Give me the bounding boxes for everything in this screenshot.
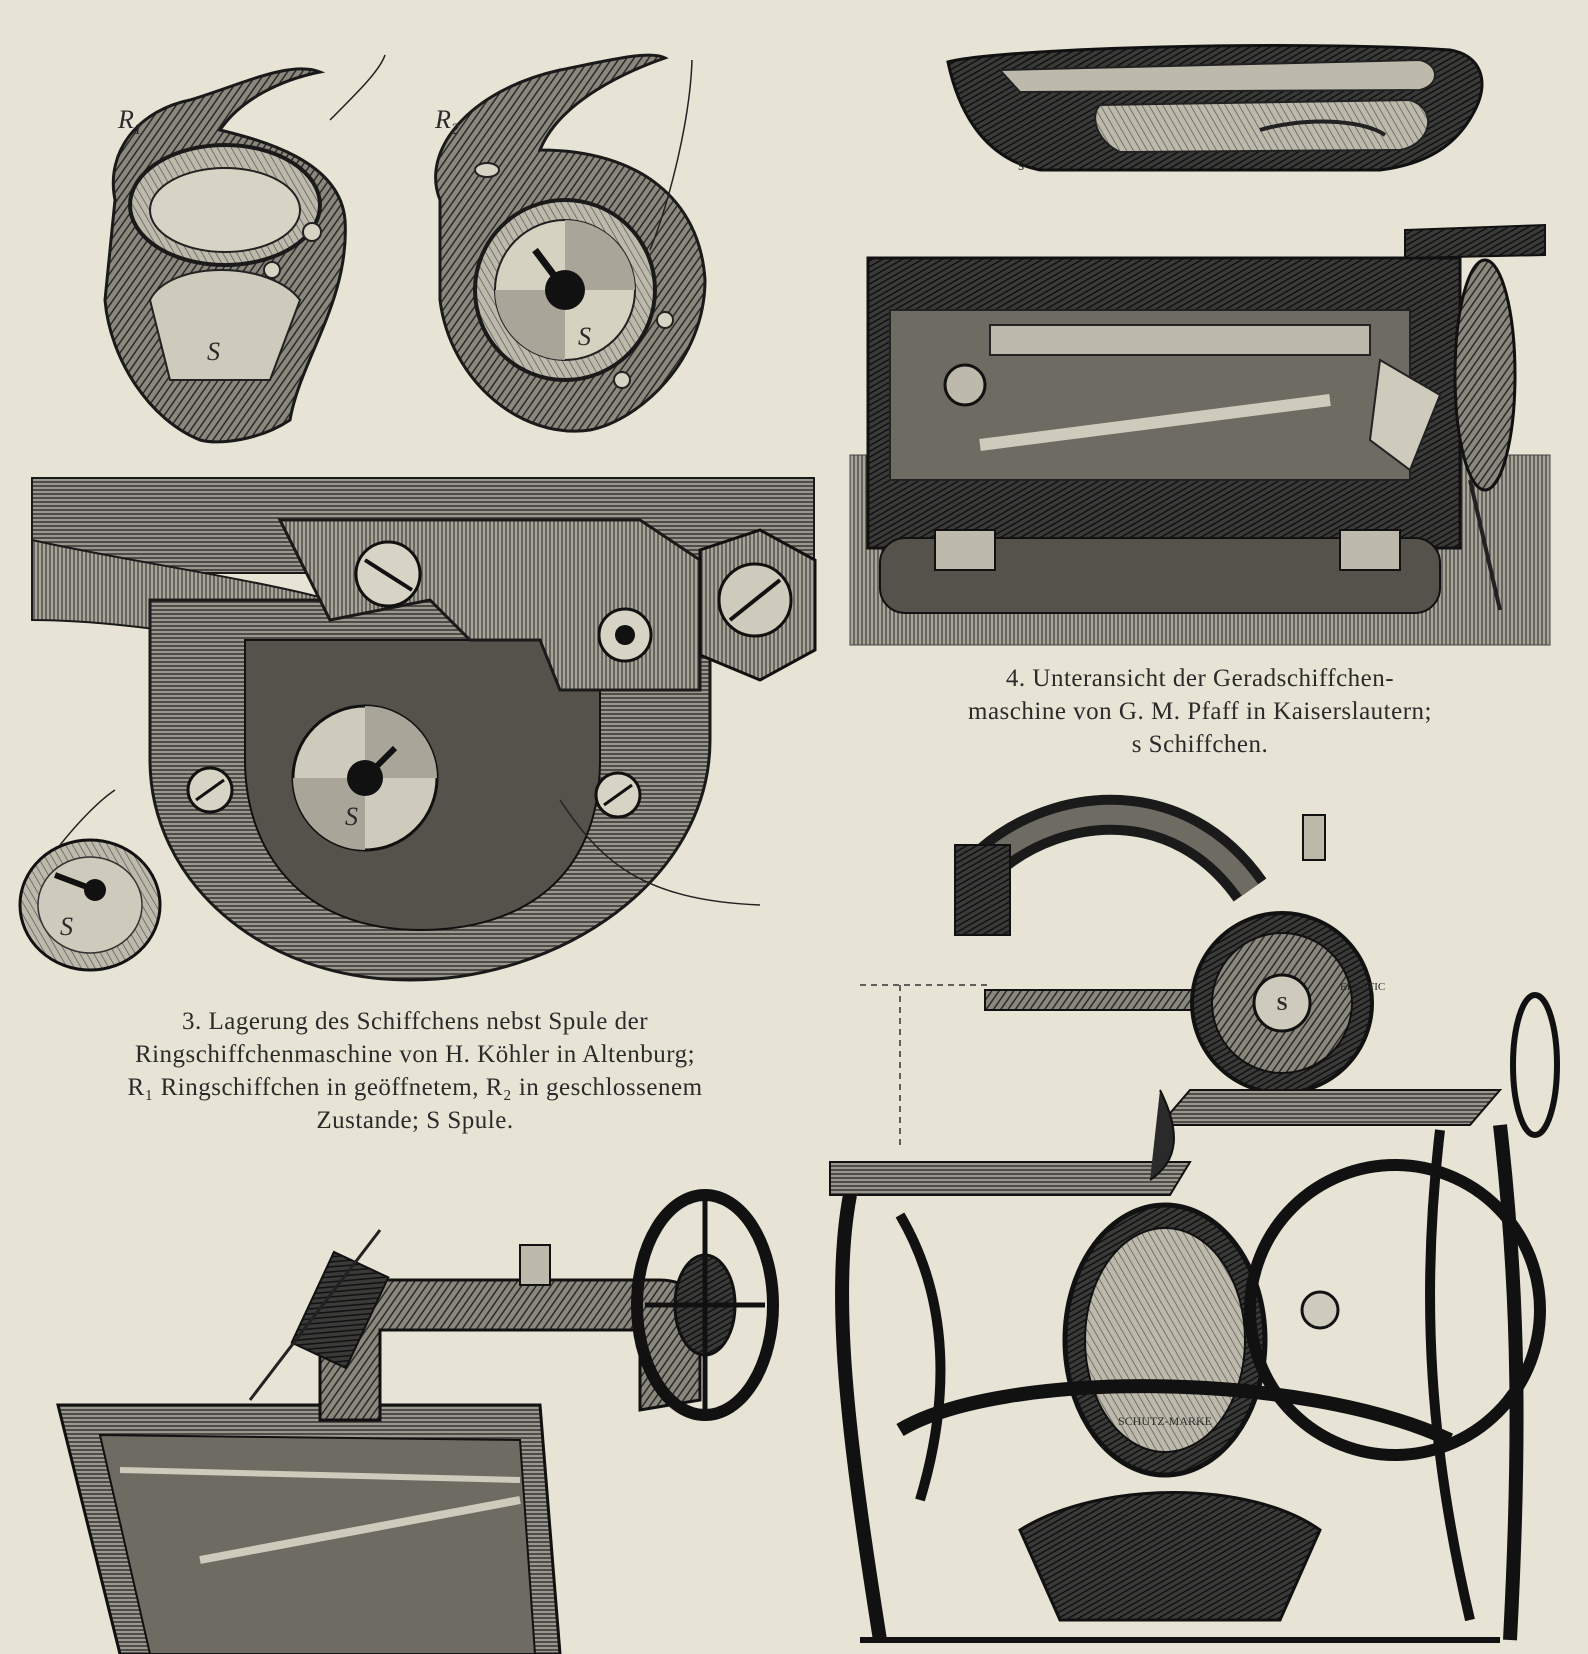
loose-bobbin — [18, 789, 162, 972]
emblem-s: S — [1276, 993, 1287, 1015]
caption-4-line-2: maschine von G. M. Pfaff in Kaiserslaute… — [968, 698, 1432, 725]
ring-shuttle-open — [103, 54, 386, 444]
label-s-r2: S — [578, 322, 591, 351]
label-s-mounting: S — [345, 802, 358, 831]
emblem-elastic: ELASTIC — [1340, 981, 1385, 993]
ring-shuttle-closed — [434, 53, 707, 433]
label-s-r1: S — [207, 337, 220, 366]
treadle-sewing-machine: S ELASTIC SCHUTZ-MARKE — [829, 794, 1560, 1643]
label-s-bobbin: S — [60, 912, 73, 941]
sewing-machine-bottom-left — [56, 1189, 779, 1654]
caption-3-line-3: R₁ Ringschiffchen in geöffnetem, R₂ in g… — [127, 1074, 703, 1101]
caption-4-line-1: 4. Unteransicht der Geradschiffchen- — [1005, 665, 1395, 692]
caption-3-line-4: Zustande; S Spule. — [316, 1107, 514, 1134]
straight-shuttle — [946, 44, 1484, 172]
caption-3-line-2: Ringschiffchenmaschine von H. Köhler in … — [134, 1041, 696, 1068]
label-r1: R1 — [117, 105, 142, 138]
pfaff-underside-view — [849, 223, 1551, 646]
caption-figure-3: 3. Lagerung des Schiffchens nebst Spule … — [40, 1005, 790, 1137]
label-s-shuttle: s — [1018, 157, 1024, 174]
shuttle-mounting — [31, 477, 817, 982]
label-r2: R2 — [434, 105, 459, 138]
caption-4-line-3: s Schiffchen. — [1131, 731, 1269, 758]
emblem-schutzmarke: SCHUTZ-MARKE — [1118, 1414, 1212, 1428]
caption-figure-4: 4. Unteransicht der Geradschiffchen- mas… — [870, 662, 1530, 761]
caption-3-line-1: 3. Lagerung des Schiffchens nebst Spule … — [181, 1008, 649, 1035]
